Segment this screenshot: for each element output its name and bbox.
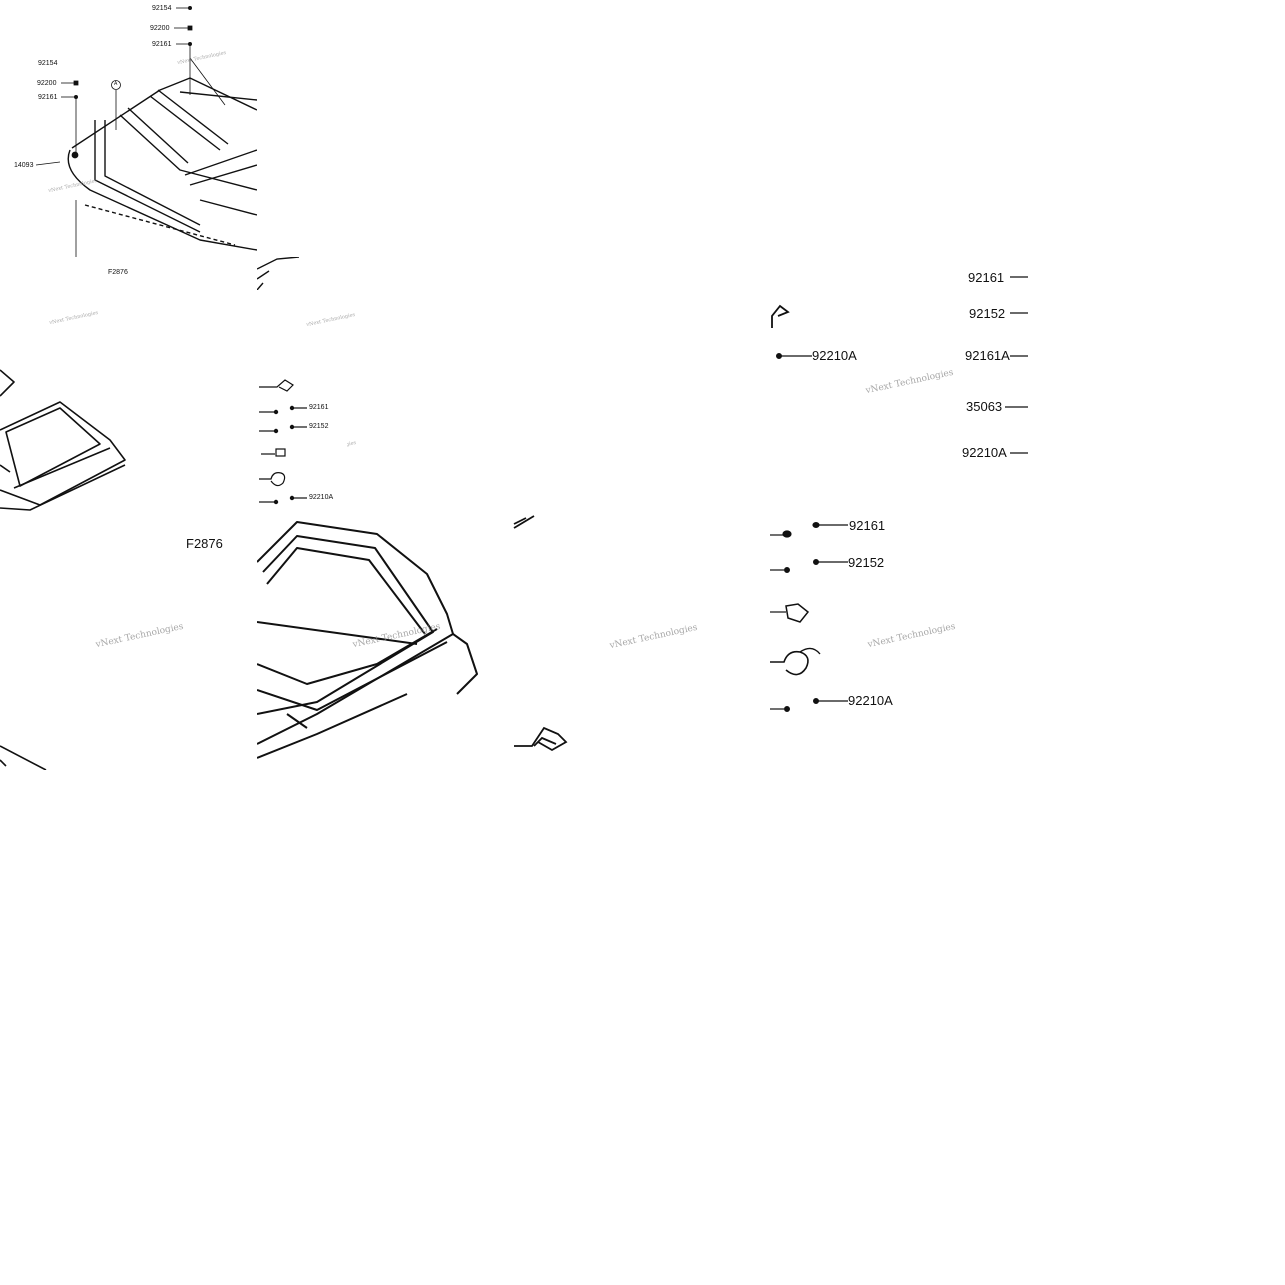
- part-label: 92154: [152, 5, 172, 12]
- part-label: 14093: [14, 162, 34, 169]
- part-label: 92161: [309, 404, 329, 411]
- watermark: vNext Technologies: [608, 622, 699, 652]
- part-label: 92161: [849, 518, 886, 533]
- frame-fragment: [257, 257, 299, 290]
- part-label: 92210A: [309, 494, 334, 501]
- part-label: 92152: [969, 306, 1006, 321]
- diagram-tile-zoom-center: [257, 514, 479, 770]
- watermark: vNext Technologies: [94, 621, 185, 651]
- part-label: 92200: [150, 25, 170, 32]
- roof-frame-zoom-drawing: [257, 521, 478, 759]
- diagram-tile-parts-small: 92161 92152 92210A: [257, 375, 347, 510]
- part-label: 92152: [848, 555, 885, 570]
- diagram-tile-zoom-left: [0, 360, 130, 514]
- roof-panel-drawing: [0, 369, 126, 511]
- part-label: 92161: [152, 41, 172, 48]
- part-label: 92161A: [965, 348, 1010, 363]
- part-label: 92210A: [848, 693, 893, 708]
- part-label: 92210A: [962, 445, 1007, 460]
- part-label: 92200: [37, 80, 57, 87]
- diagram-tile-fragment: [257, 257, 299, 290]
- part-label: 92152: [309, 423, 329, 430]
- bracket-drawing: [513, 515, 568, 752]
- part-label: 92161: [38, 94, 58, 101]
- part-label: 92161: [968, 270, 1005, 285]
- frame-fragment-lower: [0, 745, 47, 770]
- part-label: 92210A: [812, 348, 857, 363]
- parts-drawing-small: [259, 379, 307, 505]
- diagram-tile-overview: 92154 92200 92161 92154 92200 92161 1409…: [0, 0, 257, 257]
- figure-code: F2876: [186, 536, 223, 551]
- figure-code: F2876: [108, 269, 128, 276]
- watermark: vNext Technologies: [305, 311, 356, 329]
- diagram-tile-bracket: [512, 514, 572, 754]
- roof-frame-drawing: [35, 6, 257, 257]
- part-label: 92154: [38, 60, 58, 67]
- part-label: 35063: [966, 399, 1003, 414]
- callout-marker: A: [114, 81, 118, 87]
- diagram-tile-labels-large: 92161 92152 92210A 92161A 35063 92210A 9…: [760, 260, 1040, 730]
- diagram-tile-zoom-lower-left: [0, 740, 50, 770]
- parts-drawing-large: [770, 276, 1028, 713]
- watermark: vNext Technologies: [48, 309, 99, 327]
